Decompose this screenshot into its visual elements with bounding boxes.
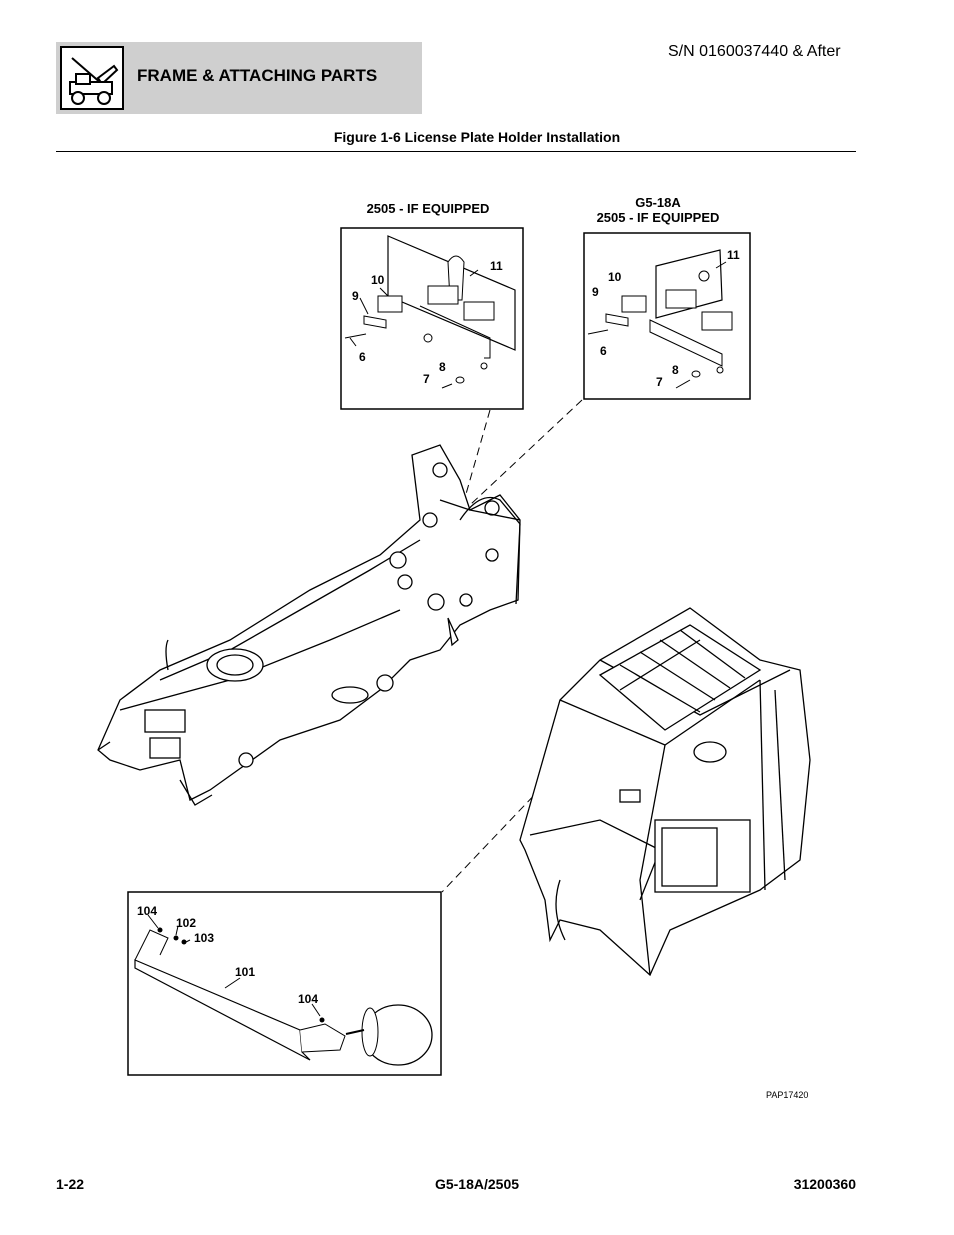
figure-title: Figure 1-6 License Plate Holder Installa… [333,129,621,145]
figure-ref-code: PAP17420 [766,1090,808,1100]
callout: 104 [137,904,157,918]
callout: 9 [352,289,359,303]
callout: 8 [439,360,446,374]
telehandler-icon [60,46,124,110]
callout: 6 [600,344,607,358]
callouts-bottom: 104 102 103 101 104 [137,904,318,1006]
section-title: FRAME & ATTACHING PARTS [137,66,378,85]
callout: 104 [298,992,318,1006]
callouts-left: 11 10 9 6 8 7 [352,259,503,386]
callout: 9 [592,285,599,299]
inset-right-caption-1: G5-18A [635,195,681,210]
callout: 11 [727,248,740,262]
callout: 10 [608,270,622,284]
callout: 7 [656,375,663,389]
inset-right [583,232,751,400]
footer-model: G5-18A/2505 [434,1176,520,1192]
callout: 7 [423,372,430,386]
frame-body [97,444,521,806]
callout: 6 [359,350,366,364]
callout: 11 [490,259,503,273]
callout: 102 [176,916,196,930]
cab [519,607,811,977]
footer-doc-number: 31200360 [793,1176,856,1192]
inset-bottom [127,891,442,1076]
inset-right-caption-2: 2505 - IF EQUIPPED [597,210,720,225]
inset-left [340,227,524,410]
callout: 103 [194,931,214,945]
callout: 8 [672,363,679,377]
serial-number: S/N 0160037440 & After [668,43,841,60]
header-rule [56,151,856,152]
callout: 10 [371,273,385,287]
callout: 101 [235,965,255,979]
callouts-right: 11 10 9 6 8 7 [592,248,740,389]
inset-left-caption: 2505 - IF EQUIPPED [367,201,490,216]
section-header: FRAME & ATTACHING PARTS [56,42,422,114]
page-number: 1-22 [56,1176,85,1192]
